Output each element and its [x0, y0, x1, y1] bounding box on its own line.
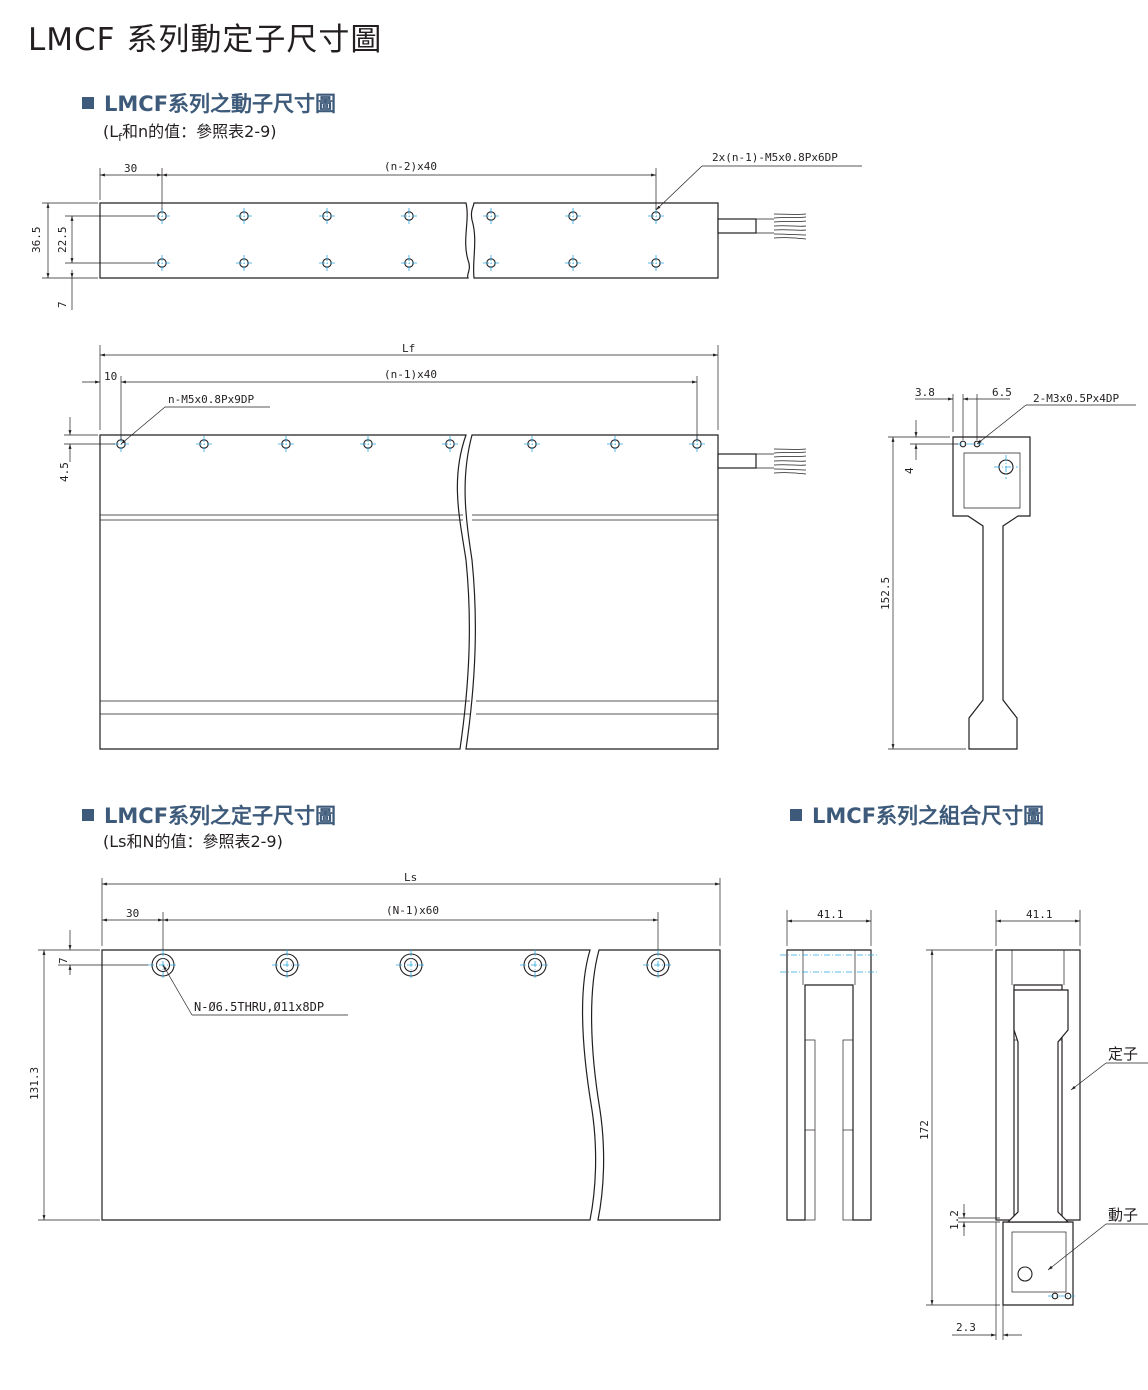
dim-text: 41.1	[817, 908, 844, 921]
label-mover: 動子	[1108, 1206, 1138, 1224]
stator-front-view: Ls 30 (N-1)x60 7 131.3 N-Ø6.5THRU,Ø11x8D…	[28, 871, 721, 1221]
dim-text: (n-2)x40	[384, 160, 437, 173]
assembly-combined-view: 41.1 172 1.2 2.3 定子 動子	[918, 908, 1148, 1340]
dim-text: 152.5	[879, 577, 892, 610]
mover-front-view: Lf 10 (n-1)x40 n-M5x0.8Px9DP 4.5	[58, 342, 807, 750]
dim-text: Lf	[402, 342, 415, 355]
dim-text: 4.5	[58, 462, 71, 482]
section-bullet-icon	[82, 809, 94, 821]
dim-text: 30	[124, 162, 137, 175]
dim-text: 10	[104, 370, 117, 383]
stator-section-title: LMCF系列之定子尺寸圖	[104, 804, 337, 828]
dim-text: 7	[57, 957, 70, 964]
dim-text: 30	[126, 907, 139, 920]
assembly-section-title: LMCF系列之組合尺寸圖	[812, 804, 1045, 828]
mover-side-view: 3.8 6.5 2-M3x0.5Px4DP 4 152.5	[879, 386, 1136, 750]
dim-text: 172	[918, 1120, 931, 1140]
dim-text: 36.5	[30, 227, 43, 254]
page-title: LMCF 系列動定子尺寸圖	[28, 22, 383, 58]
section-bullet-icon	[82, 97, 94, 109]
mover-section-title: LMCF系列之動子尺寸圖	[104, 92, 337, 116]
dim-text: 2x(n-1)-M5x0.8Px6DP	[712, 151, 838, 164]
dim-text: 3.8	[915, 386, 935, 399]
section-title-mover: LMCF系列之動子尺寸圖	[82, 88, 336, 118]
mover-section-note: (Lf和n的值：參照表2-9)	[103, 122, 277, 145]
dim-text: 2.3	[956, 1321, 976, 1334]
dim-text: 2-M3x0.5Px4DP	[1033, 392, 1119, 405]
section-title-stator: LMCF系列之定子尺寸圖	[82, 800, 336, 830]
dim-text: N-Ø6.5THRU,Ø11x8DP	[194, 1000, 324, 1014]
dim-text: (N-1)x60	[386, 904, 439, 917]
dim-text: 1.2	[948, 1210, 961, 1230]
dim-text: 131.3	[28, 1067, 41, 1100]
mover-top-view: 30 (n-2)x40 2x(n-1)-M5x0.8Px6DP 36.5 22.…	[30, 151, 862, 310]
assembly-stator-side-view: 41.1	[780, 908, 878, 1221]
dim-text: Ls	[404, 871, 417, 884]
dim-text: 41.1	[1026, 908, 1053, 921]
dim-text: 4	[903, 467, 916, 474]
dim-text: 22.5	[56, 227, 69, 254]
dim-text: 6.5	[992, 386, 1012, 399]
section-title-assembly: LMCF系列之組合尺寸圖	[790, 800, 1044, 830]
label-stator: 定子	[1108, 1045, 1138, 1063]
section-bullet-icon	[790, 809, 802, 821]
stator-section-note: (Ls和N的值：參照表2-9)	[103, 832, 283, 851]
dim-text: 7	[56, 301, 69, 308]
dim-text: (n-1)x40	[384, 368, 437, 381]
dim-text: n-M5x0.8Px9DP	[168, 393, 254, 406]
